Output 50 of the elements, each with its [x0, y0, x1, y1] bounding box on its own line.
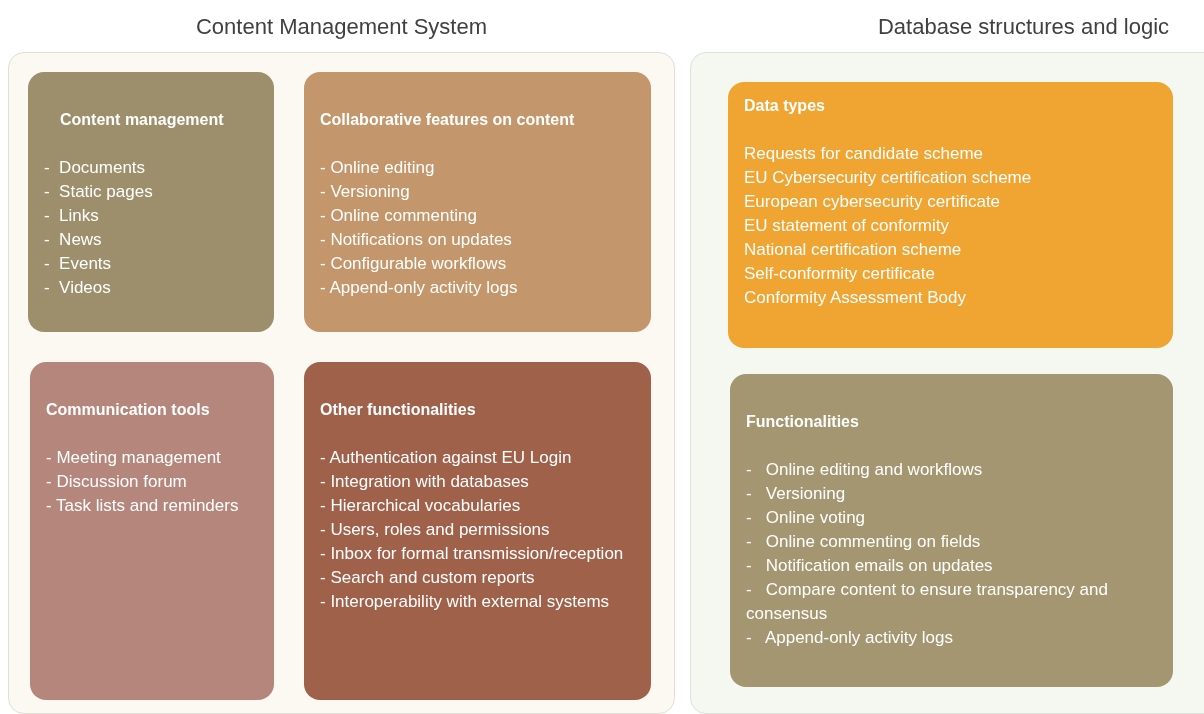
feature-card [304, 72, 651, 332]
list-item: - Links [44, 205, 100, 227]
list-item: - Online commenting on fields [746, 531, 982, 553]
card-heading: Other functionalities [320, 400, 477, 420]
list-item: Self-conformity certificate [744, 263, 936, 285]
list-item: - Meeting management [46, 447, 222, 469]
list-item: - Online editing and workflows [746, 459, 984, 481]
list-item: - Discussion forum [46, 471, 188, 493]
list-item: - Notification emails on updates [746, 555, 994, 577]
feature-card [730, 374, 1173, 687]
panel-title: Content Management System [194, 13, 488, 41]
list-item: - Videos [44, 277, 112, 299]
list-item: - Online voting [746, 507, 867, 529]
card-heading: Communication tools [46, 400, 211, 420]
card-heading: Collaborative features on content [320, 110, 576, 130]
list-item: - News [44, 229, 103, 251]
list-item: EU statement of conformity [744, 215, 951, 237]
list-item: - Notifications on updates [320, 229, 513, 251]
list-item: - Documents [44, 157, 147, 179]
list-item: EU Cybersecurity certification scheme [744, 167, 1033, 189]
feature-card [30, 362, 274, 700]
list-item: - Append-only activity logs [746, 627, 954, 649]
list-item: - Inbox for formal transmission/reception [320, 543, 625, 565]
list-item: - Hierarchical vocabularies [320, 495, 522, 517]
list-item: European cybersecurity certificate [744, 191, 1002, 213]
list-item: - Interoperability with external systems [320, 591, 611, 613]
list-item: - Online commenting [320, 205, 478, 227]
feature-card [28, 72, 274, 332]
list-item: - Online editing [320, 157, 436, 179]
panel-title: Database structures and logic [876, 13, 1171, 41]
list-item: - Authentication against EU Login [320, 447, 573, 469]
list-item: - Static pages [44, 181, 154, 203]
list-item: - Configurable workflows [320, 253, 508, 275]
card-heading: Functionalities [746, 412, 860, 432]
list-item: - Search and custom reports [320, 567, 536, 589]
list-item: - Append-only activity logs [320, 277, 519, 299]
list-item: - Versioning [746, 483, 847, 505]
card-heading: Content management [59, 110, 225, 130]
list-item: National certification scheme [744, 239, 963, 261]
feature-card [304, 362, 651, 700]
card-heading: Data types [744, 96, 826, 116]
list-item: - Compare content to ensure transparency and consensus [746, 579, 1109, 625]
list-item: - Task lists and reminders [46, 495, 240, 517]
feature-card [728, 82, 1173, 348]
list-item: - Integration with databases [320, 471, 530, 493]
list-item: - Users, roles and permissions [320, 519, 551, 541]
list-item: - Versioning [320, 181, 411, 203]
list-item: Requests for candidate scheme [744, 143, 985, 165]
list-item: Conformity Assessment Body [744, 287, 968, 309]
list-item: - Events [44, 253, 113, 275]
